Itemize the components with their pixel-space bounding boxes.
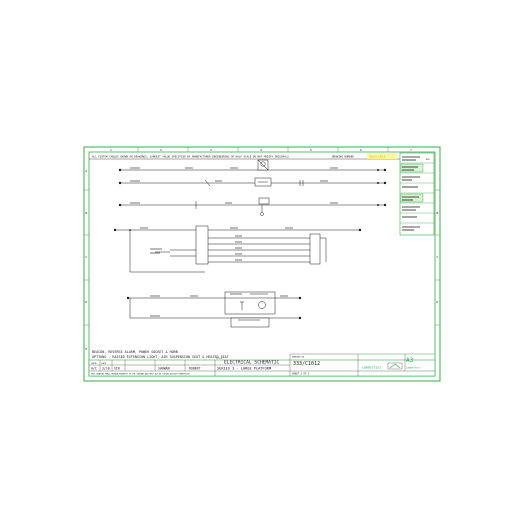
header-note: ALL CUSTOM CABLES SHOWN ON DRAWINGS, LON…	[92, 155, 289, 159]
note-line-1: BEACON, REVERSE ALARM, POWER SOCKET & HO…	[92, 350, 178, 354]
drawing-number-short: 333/C1012	[369, 155, 385, 159]
checked-by-value: ROBERT	[189, 367, 201, 371]
grid-row-label: E	[86, 347, 88, 351]
grid-ticks	[84, 147, 440, 326]
wire-labels-lower	[150, 293, 288, 317]
drawing-number-highlight	[367, 153, 397, 159]
grid-row-label: D	[437, 300, 439, 304]
terminals-top	[118, 168, 387, 207]
title-block: ISSUE DATE A/C 3/10 VIR SHAWAN ROBERT TI…	[88, 353, 436, 377]
date-value: 3/10	[102, 367, 110, 371]
grid-row-label: C	[86, 255, 88, 259]
grid-col-label: 3	[210, 148, 212, 152]
grid-row-label: C	[437, 255, 439, 259]
drawn-by-value: SHAWAN	[158, 367, 170, 371]
grid-col-label: 1	[110, 148, 112, 152]
company-logo-2: Lambertini	[406, 367, 421, 370]
drawing-no-label: DRAWING NO.	[292, 356, 305, 359]
issue-label: ISSUE	[91, 363, 98, 365]
circuit-lower	[128, 291, 300, 328]
grid-col-label: 4	[260, 148, 262, 152]
company-logo: Lambertini	[362, 366, 381, 370]
grid-row-label: B	[86, 211, 88, 215]
company-emblem-mark	[389, 363, 401, 369]
revision-strip: REV	[399, 152, 435, 236]
circuit-top	[120, 159, 385, 216]
grid-col-label: 2	[160, 148, 162, 152]
title-line-1: ELECTRICAL SCHEMATIC	[224, 360, 280, 366]
circuit-middle	[115, 225, 360, 273]
issue-value: A/C	[91, 367, 97, 371]
rev-label: REV	[426, 159, 430, 161]
sheet-label: SHEET 1 OF 1	[292, 373, 310, 376]
note-line-2: OPTIONS - RAISED EXTENSION LIGHT, AIR SU…	[92, 355, 229, 359]
title-line-2: SERIES 3 - LARGE PLATFORM	[217, 366, 272, 370]
terminals-middle	[113, 228, 362, 232]
footer-note: THIS DRAWING SHALL REMAIN PROPERTY OF TH…	[91, 373, 189, 376]
grid-col-label: 7	[410, 148, 412, 152]
wire-labels-top	[130, 167, 338, 204]
drawing-number-label: DRAWING NUMBER	[332, 155, 354, 159]
company-emblem	[387, 362, 403, 370]
drawing-no-value: 333/C1012	[293, 361, 320, 367]
grid-col-label: 5	[310, 148, 312, 152]
grid-col-label: 6	[360, 148, 362, 152]
grid-row-label: D	[86, 300, 88, 304]
terminals-lower	[126, 296, 302, 320]
grid-row-label: B	[437, 211, 439, 215]
drawn-value: VIR	[114, 367, 120, 371]
sheet-size: A3	[406, 357, 414, 364]
grid-row-label: A	[86, 169, 88, 173]
date-label: DATE	[102, 362, 108, 365]
wire-labels-middle	[140, 227, 293, 261]
title-label: TITLE	[216, 358, 223, 360]
